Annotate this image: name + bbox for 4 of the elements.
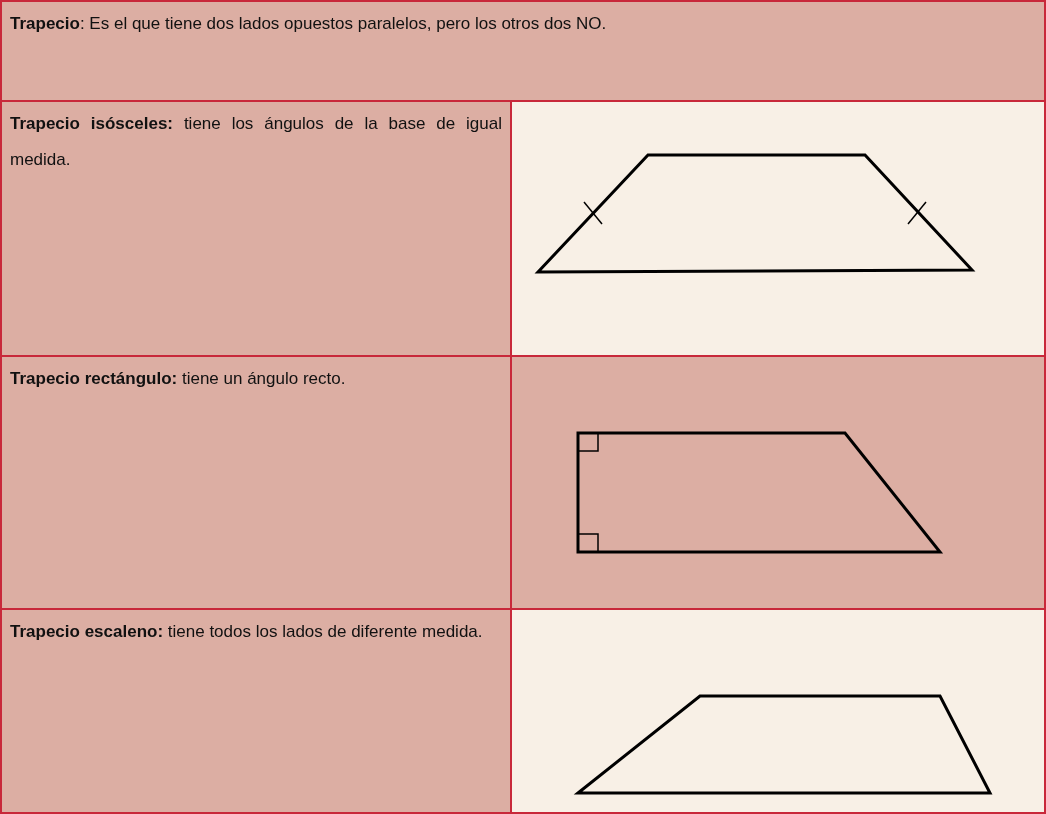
definition-text: Trapecio escaleno: tiene todos los lados de diferente medida. [10,622,483,641]
definition-text: Trapecio rectángulo: tiene un ángulo recto. [10,369,346,388]
definition-text: Trapecio: Es el que tiene dos lados opuestos paralelos, pero los otros dos NO. [10,14,607,33]
definition-text: Trapecio isósceles: tiene los ángulos de la base de igual medida. [10,114,502,169]
